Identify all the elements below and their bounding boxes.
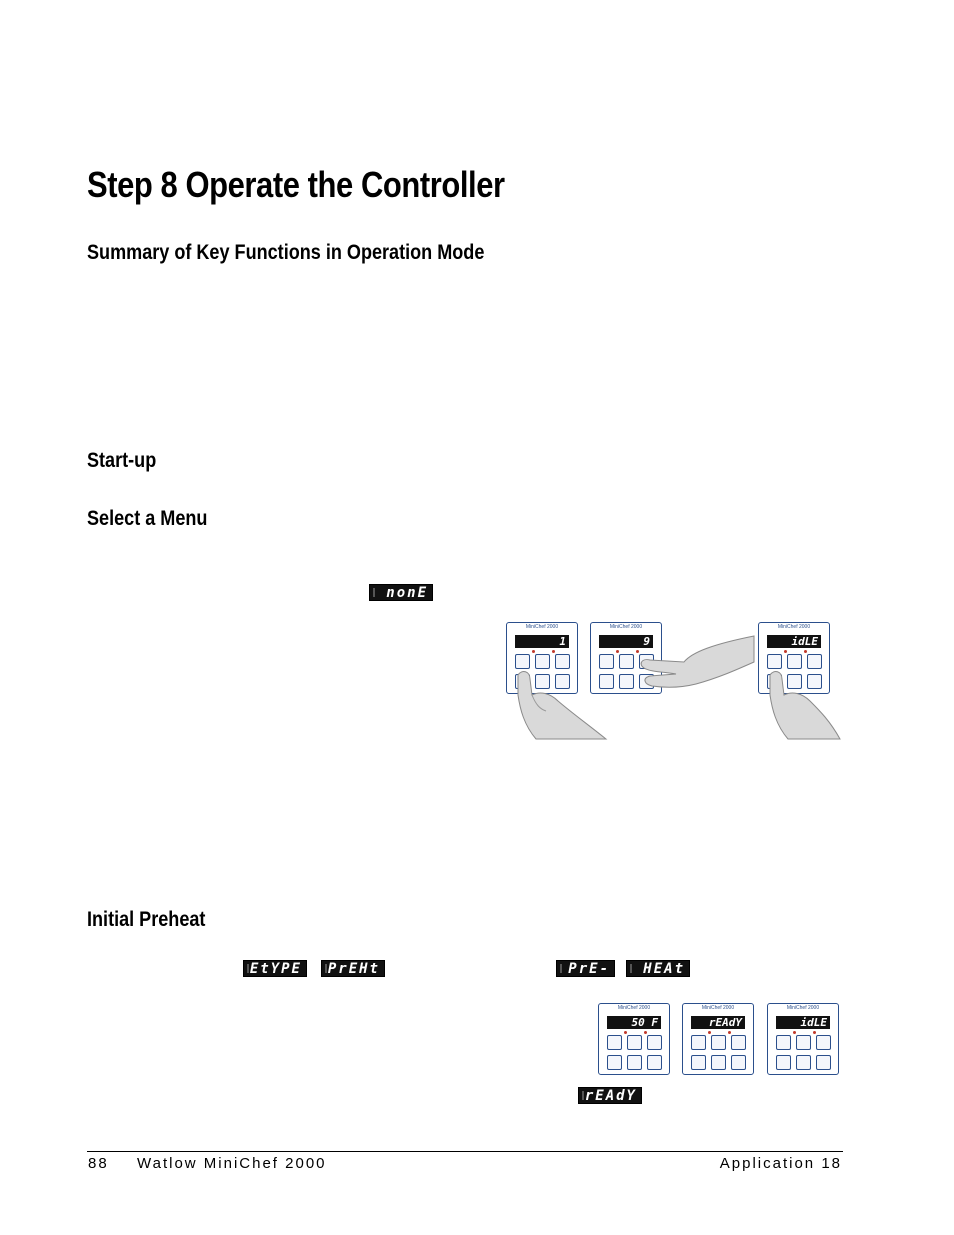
controller-panel: MiniChef 2000 rEAdY <box>682 1003 754 1075</box>
section-heading-startup: Start-up <box>87 449 157 472</box>
section-heading-summary: Summary of Key Functions in Operation Mo… <box>87 241 485 264</box>
panel-key[interactable] <box>691 1035 706 1050</box>
panel-key[interactable] <box>787 654 802 669</box>
panel-brand: MiniChef 2000 <box>609 624 643 630</box>
panel-key[interactable] <box>599 674 614 689</box>
lcd-pre: PrE- <box>556 960 615 977</box>
section-heading-initial-preheat: Initial Preheat <box>87 908 206 931</box>
panel-display: idLE <box>776 1016 830 1029</box>
panel-display: 9 <box>599 635 653 648</box>
controller-panel: MiniChef 2000 50 F <box>598 1003 670 1075</box>
panel-key[interactable] <box>619 654 634 669</box>
panel-key[interactable] <box>816 1055 831 1070</box>
panel-key[interactable] <box>555 654 570 669</box>
pointing-hand-icon <box>517 671 608 740</box>
panel-key[interactable] <box>816 1035 831 1050</box>
footer-product: Watlow MiniChef 2000 <box>137 1155 327 1172</box>
panel-display: idLE <box>767 635 821 648</box>
panel-key[interactable] <box>711 1055 726 1070</box>
panel-key[interactable] <box>796 1035 811 1050</box>
panel-key[interactable] <box>647 1055 662 1070</box>
panel-key[interactable] <box>599 654 614 669</box>
panel-display: 50 F <box>607 1016 661 1029</box>
panel-brand: MiniChef 2000 <box>617 1005 651 1011</box>
pointing-hand-icon <box>640 635 755 688</box>
panel-key[interactable] <box>731 1035 746 1050</box>
section-heading-select-menu: Select a Menu <box>87 507 208 530</box>
panel-key[interactable] <box>711 1035 726 1050</box>
lcd-etype: EtYPE <box>243 960 307 977</box>
panel-key[interactable] <box>535 654 550 669</box>
panel-key[interactable] <box>807 654 822 669</box>
panel-key[interactable] <box>796 1055 811 1070</box>
panel-display: rEAdY <box>691 1016 745 1029</box>
footer-page-number: 88 <box>88 1155 109 1172</box>
controller-panel: MiniChef 2000 1 <box>506 622 578 694</box>
footer-application: Application 18 <box>719 1155 842 1172</box>
panel-key[interactable] <box>607 1055 622 1070</box>
panel-key[interactable] <box>767 654 782 669</box>
panel-key[interactable] <box>627 1035 642 1050</box>
panel-key[interactable] <box>807 674 822 689</box>
panel-key[interactable] <box>535 674 550 689</box>
panel-brand: MiniChef 2000 <box>701 1005 735 1011</box>
panel-key[interactable] <box>647 1035 662 1050</box>
lcd-ready: rEAdY <box>578 1087 642 1104</box>
panel-key[interactable] <box>515 654 530 669</box>
panel-key[interactable] <box>627 1055 642 1070</box>
controller-panel: MiniChef 2000 idLE <box>767 1003 839 1075</box>
panel-key[interactable] <box>619 674 634 689</box>
panel-key[interactable] <box>731 1055 746 1070</box>
panel-brand: MiniChef 2000 <box>777 624 811 630</box>
footer-rule <box>87 1151 843 1152</box>
panel-brand: MiniChef 2000 <box>786 1005 820 1011</box>
panel-key[interactable] <box>555 674 570 689</box>
panel-key[interactable] <box>787 674 802 689</box>
panel-key[interactable] <box>776 1055 791 1070</box>
panel-key[interactable] <box>607 1035 622 1050</box>
lcd-prehet: PrEHt <box>321 960 385 977</box>
page-title: Step 8 Operate the Controller <box>87 164 505 205</box>
lcd-heat: HEAt <box>626 960 690 977</box>
panel-key[interactable] <box>776 1035 791 1050</box>
panel-key[interactable] <box>691 1055 706 1070</box>
panel-display: 1 <box>515 635 569 648</box>
lcd-none: nonE <box>369 584 433 601</box>
panel-brand: MiniChef 2000 <box>525 624 559 630</box>
pointing-hand-icon <box>769 671 841 740</box>
